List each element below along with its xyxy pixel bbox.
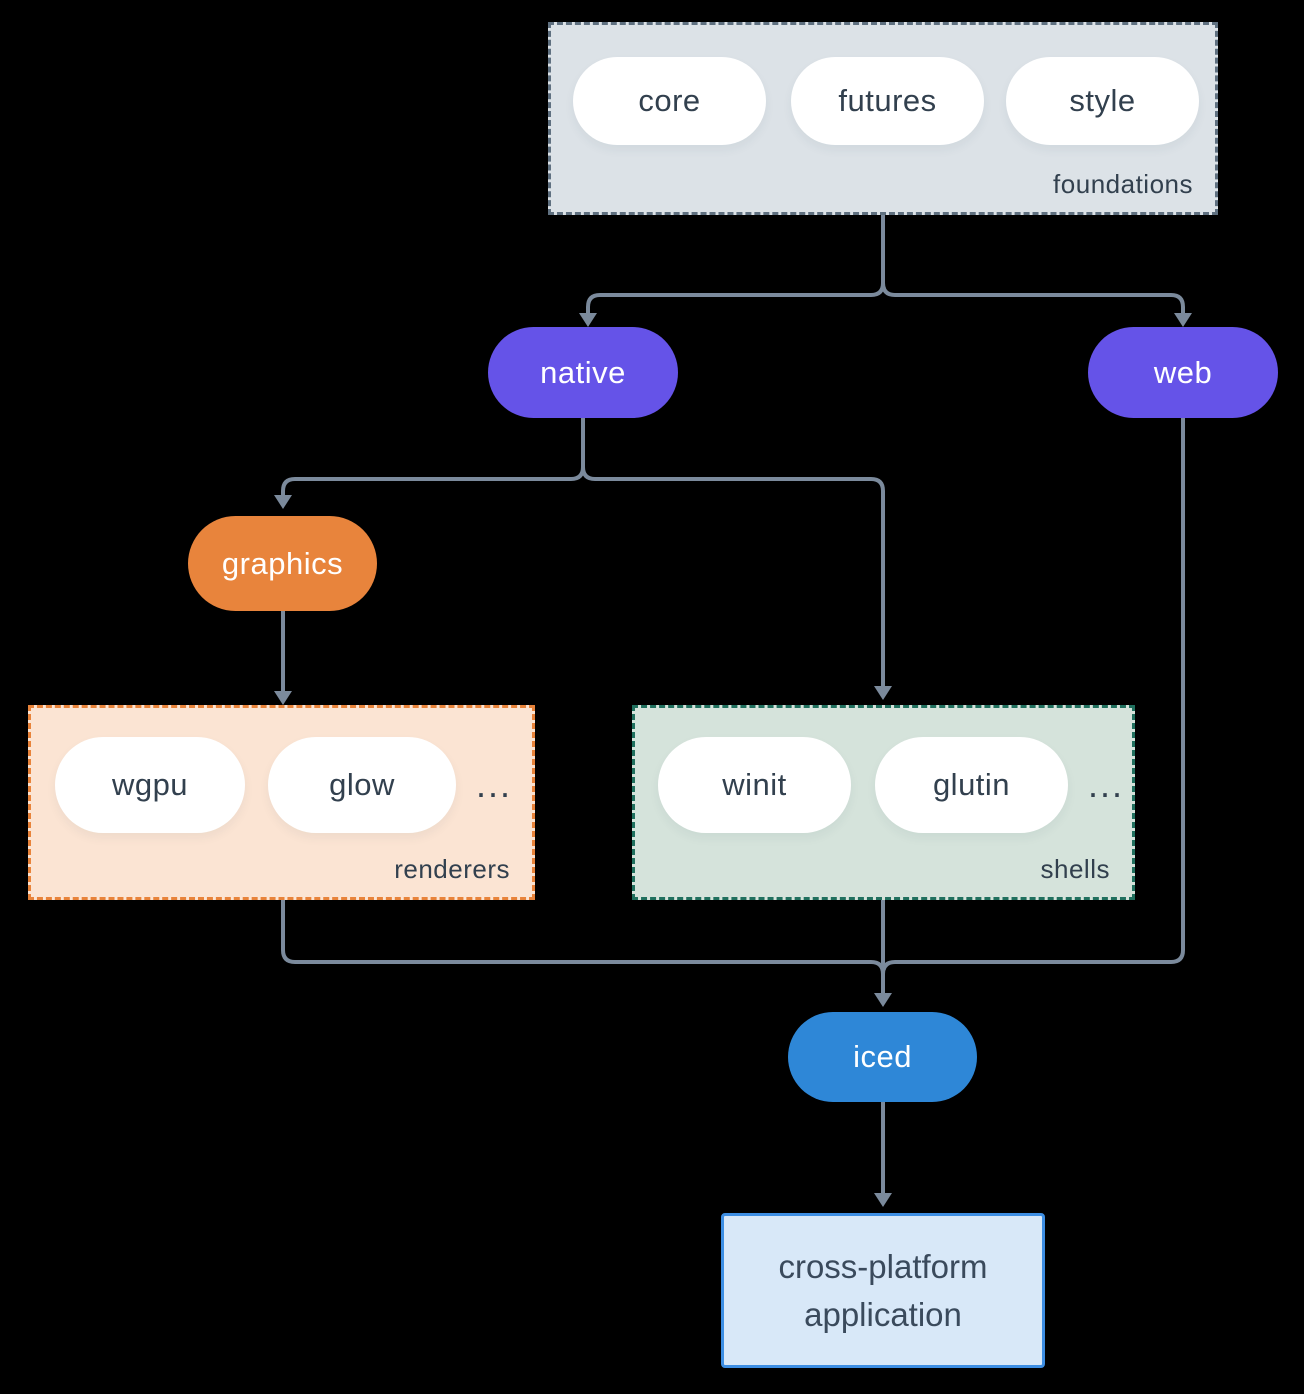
shells-group: winit glutin ... shells	[632, 705, 1135, 900]
shells-label: shells	[1040, 854, 1110, 884]
application-node: cross-platform application	[721, 1213, 1045, 1368]
foundations-group: core futures style foundations	[548, 22, 1218, 215]
edge-split-to-web	[881, 282, 1185, 313]
edge-native-to-shells	[581, 466, 885, 686]
arrowhead-iced	[874, 993, 892, 1007]
glutin-node: glutin	[875, 737, 1068, 833]
web-node: web	[1088, 327, 1278, 418]
native-node: native	[488, 327, 678, 418]
futures-node: futures	[791, 57, 984, 145]
edge-split-to-native	[586, 282, 885, 313]
iced-node: iced	[788, 1012, 977, 1102]
arrowhead-shells	[874, 686, 892, 700]
style-node: style	[1006, 57, 1199, 145]
arrowhead-native	[579, 313, 597, 327]
graphics-node: graphics	[188, 516, 377, 611]
arrowhead-application	[874, 1193, 892, 1207]
edge-renderers-to-merge	[281, 900, 885, 975]
shells-ellipsis: ...	[1087, 764, 1124, 805]
arrowhead-graphics	[274, 495, 292, 509]
wgpu-node: wgpu	[55, 737, 245, 833]
edge-native-to-graphics	[281, 466, 585, 495]
core-node: core	[573, 57, 766, 145]
renderers-group: wgpu glow ... renderers	[28, 705, 535, 900]
renderers-label: renderers	[394, 854, 510, 884]
foundations-label: foundations	[1053, 169, 1193, 199]
winit-node: winit	[658, 737, 851, 833]
arrowhead-web	[1174, 313, 1192, 327]
arrowhead-renderers	[274, 691, 292, 705]
renderers-ellipsis: ...	[475, 764, 512, 805]
glow-node: glow	[268, 737, 456, 833]
